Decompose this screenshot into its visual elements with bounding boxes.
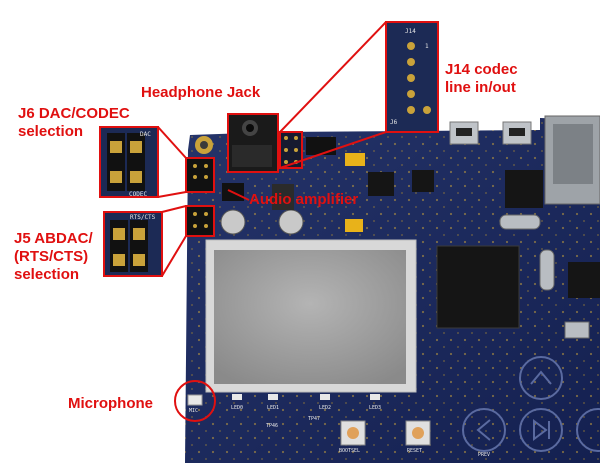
headphone-jack-label: Headphone Jack: [141, 84, 261, 101]
tantalum-cap: [345, 219, 363, 232]
j14-label-line1: J14 codec: [445, 61, 518, 78]
j14-bottom-label: J6: [390, 119, 398, 126]
j5-label-line3: selection: [14, 266, 80, 283]
mic-silkscreen: MIC: [189, 408, 198, 414]
connector-block: [306, 137, 336, 155]
j5-label-line2: (RTS/CTS): [14, 248, 89, 265]
j6-codec-label: CODEC: [129, 191, 147, 198]
j6-leader-line: [157, 126, 187, 159]
j14-label-line2: line in/out: [445, 79, 516, 96]
callout-marks: [157, 21, 387, 422]
j6-label-line1: J6 DAC/CODEC: [18, 105, 130, 122]
j5-zoom-inset: RTS/CTS: [103, 211, 163, 277]
ic-chip: [568, 262, 600, 298]
crystal: [564, 321, 590, 339]
j14-pin1-label: 1: [425, 43, 429, 50]
j14-top-label: J14: [405, 28, 416, 35]
amplifier-leader-line: [227, 189, 250, 201]
j14-leader-line: [279, 21, 387, 133]
headphone-jack-highlight-box: [227, 113, 279, 173]
prev-silkscreen: PREV: [478, 452, 490, 458]
audio-amplifier-label: Audio amplifier: [249, 191, 359, 208]
tp47-silkscreen: TP47: [308, 416, 320, 422]
board-pushbuttons: [340, 420, 431, 446]
usb-connectors: [449, 121, 532, 145]
board-leds: [232, 394, 380, 400]
led0-silkscreen: LED0: [231, 405, 243, 411]
microphone-label: Microphone: [68, 395, 153, 412]
j14-leader-line: [279, 131, 387, 169]
tp46-silkscreen: TP46: [266, 423, 278, 429]
microphone-component: [187, 394, 203, 406]
j14-zoom-inset: J14 1 J6: [385, 21, 439, 133]
j6-leader-line: [157, 191, 187, 198]
j6-highlight-box: [185, 157, 215, 193]
j6-header-component: [186, 158, 214, 192]
j5-rts-label: RTS/CTS: [130, 214, 156, 221]
j5-header-component: [186, 206, 214, 236]
crystal: [499, 214, 541, 230]
led1-silkscreen: LED1: [267, 405, 279, 411]
ic-chip: [505, 170, 543, 208]
ic-chip: [412, 170, 434, 192]
tantalum-cap: [345, 153, 365, 166]
ic-chip: [368, 172, 394, 196]
j5-leader-line: [161, 205, 187, 213]
j6-dac-label: DAC: [140, 131, 151, 138]
bootsel-silkscreen: BOOTSEL: [339, 448, 360, 454]
j5-leader-line: [161, 235, 187, 277]
j5-highlight-box: [185, 205, 215, 237]
crystal: [539, 249, 555, 291]
j5-label-line1: J5 ABDAC/: [14, 230, 93, 247]
led2-silkscreen: LED2: [319, 405, 331, 411]
j6-label-line2: selection: [18, 123, 84, 140]
headphone-jack-component: [227, 113, 279, 173]
microphone-highlight-circle: [174, 380, 216, 422]
nav-buttons: [462, 356, 600, 452]
electrolytic-capacitors: [220, 183, 304, 235]
led3-silkscreen: LED3: [369, 405, 381, 411]
j6-zoom-inset: DAC CODEC: [99, 126, 159, 198]
j14-highlight-box: [279, 131, 303, 169]
lcd-display: [205, 239, 417, 393]
microcontroller-chip: [436, 245, 520, 329]
reset-silkscreen: RESET: [407, 448, 422, 454]
